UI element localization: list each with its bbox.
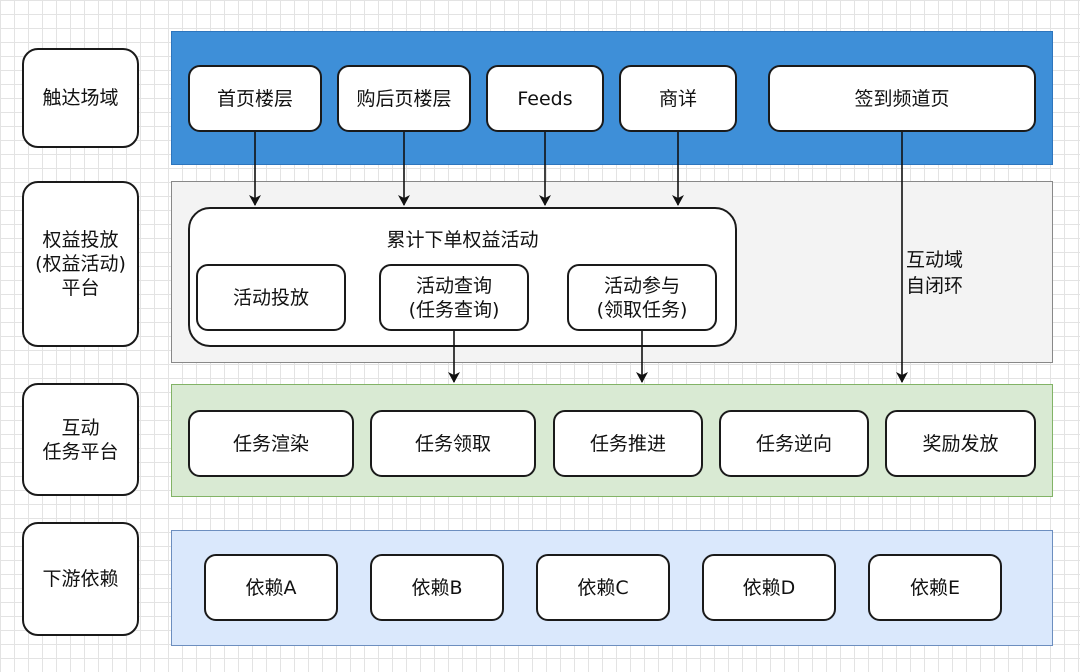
rights-node-activity-join: 活动参与 (领取任务) xyxy=(567,264,717,331)
touch-node-post-purchase-floor: 购后页楼层 xyxy=(337,65,471,132)
interaction-node-progress: 任务推进 xyxy=(553,410,703,477)
rights-node-activity-launch: 活动投放 xyxy=(196,264,346,331)
touch-node-feeds: Feeds xyxy=(486,65,604,132)
rights-node-activity-query: 活动查询 (任务查询) xyxy=(379,264,529,331)
closed-loop-label: 互动域 自闭环 xyxy=(906,249,964,297)
layer-label-interaction: 互动 任务平台 xyxy=(22,383,139,496)
touch-node-homepage-floor: 首页楼层 xyxy=(188,65,322,132)
downstream-node-d: 依赖D xyxy=(702,554,836,621)
layer-label-downstream: 下游依赖 xyxy=(22,522,139,636)
interaction-node-claim: 任务领取 xyxy=(370,410,536,477)
layer-label-rights: 权益投放 (权益活动) 平台 xyxy=(22,181,139,347)
touch-node-product-detail: 商详 xyxy=(619,65,737,132)
interaction-node-render: 任务渲染 xyxy=(188,410,354,477)
rights-activity-title: 累计下单权益活动 xyxy=(386,229,539,251)
downstream-node-e: 依赖E xyxy=(868,554,1002,621)
interaction-node-reward: 奖励发放 xyxy=(885,410,1036,477)
interaction-node-reverse: 任务逆向 xyxy=(719,410,869,477)
downstream-node-a: 依赖A xyxy=(204,554,338,621)
layer-label-touch: 触达场域 xyxy=(22,48,139,148)
downstream-node-c: 依赖C xyxy=(536,554,670,621)
touch-node-checkin-channel: 签到频道页 xyxy=(768,65,1036,132)
downstream-node-b: 依赖B xyxy=(370,554,504,621)
